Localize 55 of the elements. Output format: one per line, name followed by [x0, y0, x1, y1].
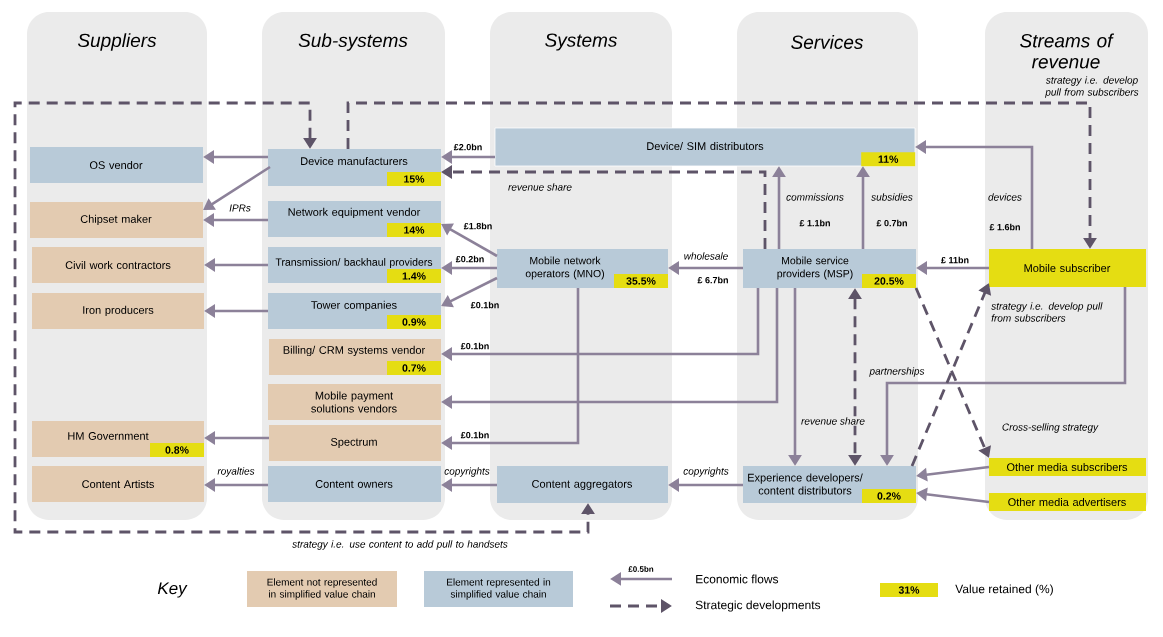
arrow — [441, 223, 498, 258]
edge-label: £2.0bn — [453, 143, 482, 151]
legend-text: Strategic developments — [695, 600, 821, 612]
arrow — [203, 165, 271, 210]
amount-label: £0.5bn — [628, 566, 654, 572]
edge-label: £0.1bn — [460, 431, 489, 439]
amount-label: £ 0.7bn — [876, 219, 907, 227]
percentage-label: 0.7% — [387, 361, 441, 375]
edge-label: commissions — [786, 193, 844, 201]
value-chain-box: Mobile payment solutions vendors — [268, 384, 441, 420]
value-chain-box: Mobile subscriber — [989, 249, 1146, 287]
edge-label: revenue share — [508, 183, 572, 191]
amount-label: £ 1.6bn — [989, 223, 1020, 231]
edge-label: strategy i.e. use content to add pull to handsets — [292, 540, 508, 550]
value-chain-box: Content aggregators — [497, 466, 668, 503]
percentage-label: 0.8% — [150, 443, 204, 457]
percentage-label: 14% — [387, 223, 441, 237]
edge-label: £1.8bn — [463, 222, 492, 230]
edge-label: royalties — [217, 467, 255, 477]
percentage-label: 20.5% — [862, 274, 916, 288]
edge-label: IPRs — [229, 204, 251, 212]
value-chain-box: Spectrum — [269, 425, 441, 461]
legend-text: Element represented in simplified value chain — [447, 578, 551, 600]
edge-label: £ 11bn — [941, 256, 969, 264]
amount-label: £ 6.7bn — [697, 276, 728, 284]
value-chain-box: Content owners — [268, 466, 441, 502]
legend-text: Element not represented in simplified value chain — [267, 578, 377, 600]
edge-label: revenue share — [800, 416, 866, 426]
legend-text: Value retained (%) — [955, 584, 1053, 596]
edge-label: £0.1bn — [470, 301, 499, 309]
percentage-label: 35.5% — [614, 274, 668, 288]
percentage-label: 31% — [898, 586, 920, 594]
edge-label: strategy i.e. develop pull from subscribers — [991, 302, 1103, 322]
value-chain-box: OS vendor — [30, 147, 203, 183]
value-chain-box: Iron producers — [32, 293, 204, 329]
edge-label: copyrights — [683, 467, 729, 477]
edge-label: wholesale — [684, 252, 728, 260]
percentage-label: 0.9% — [387, 315, 441, 329]
value-chain-box: Chipset maker — [30, 202, 203, 238]
value-chain-box: Content Artists — [32, 466, 204, 502]
edge-label: partnerships — [869, 367, 925, 377]
value-chain-box: Civil work contractors — [32, 247, 204, 283]
edge-label: £0.2bn — [455, 255, 484, 263]
edge-label: £0.1bn — [460, 342, 489, 350]
percentage-label: 11% — [861, 152, 916, 167]
edge-label: subsidies — [871, 193, 913, 201]
edge-label: copyrights — [444, 467, 490, 477]
percentage-label: 15% — [387, 172, 441, 186]
edge-label: Cross-selling strategy — [1002, 423, 1099, 433]
edge-label: devices — [988, 193, 1022, 201]
edge-label: strategy i.e. develop pull from subscribers — [1045, 76, 1139, 98]
key-heading: Key — [157, 582, 188, 598]
amount-label: £ 1.1bn — [799, 219, 830, 227]
percentage-label: 1.4% — [387, 269, 441, 283]
legend-text: Economic flows — [696, 574, 779, 584]
